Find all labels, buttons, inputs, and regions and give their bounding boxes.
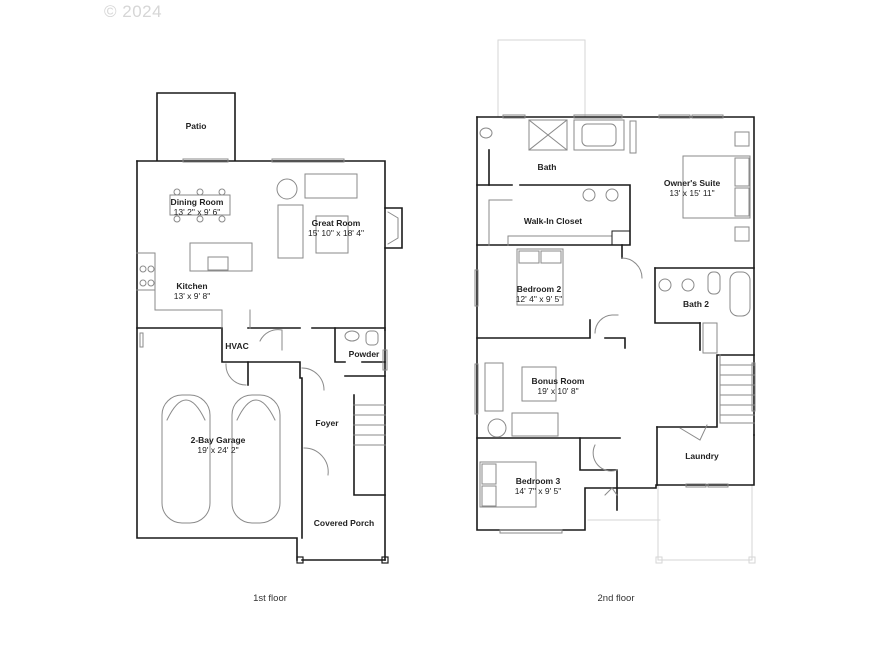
room-label-covered-porch: Covered Porch (314, 518, 374, 528)
room-dimensions: 19' x 24' 2" (197, 445, 239, 455)
room-name: Covered Porch (313, 518, 375, 528)
room-label-laundry: Laundry (685, 451, 719, 461)
room-label-bath-2: Bath 2 (683, 299, 709, 309)
room-dimensions: 15' 10" x 18' 4" (307, 228, 365, 238)
room-name: 2-Bay Garage (190, 435, 246, 445)
room-dimensions: 13' x 15' 11" (669, 188, 715, 198)
room-label-patio: Patio (186, 121, 207, 131)
room-name: Walk-In Closet (523, 216, 583, 226)
room-label-great-room: Great Room 15' 10" x 18' 4" (308, 218, 364, 238)
room-name: Patio (185, 121, 207, 131)
room-label-powder: Powder (349, 349, 380, 359)
room-name: Bonus Room (531, 376, 585, 386)
room-dimensions: 12' 4" x 9' 5" (515, 294, 563, 304)
first-floor-plan (136, 92, 403, 564)
room-label-hvac: HVAC (225, 341, 248, 351)
room-name: Foyer (315, 418, 339, 428)
second-floor-ghost (497, 39, 756, 564)
room-name: Bedroom 3 (515, 476, 561, 486)
floor-caption-second: 2nd floor (597, 593, 635, 604)
room-dimensions: 13' x 9' 8" (173, 291, 211, 301)
room-label-bonus-room: Bonus Room 19' x 10' 8" (532, 376, 585, 396)
room-name: Bath (537, 162, 557, 172)
room-name: Great Room (311, 218, 361, 228)
copyright-watermark: © 2024 (104, 2, 163, 21)
room-label-dining-room: Dining Room 13' 2" x 9' 6" (171, 197, 224, 217)
room-dimensions: 19' x 10' 8" (537, 386, 579, 396)
room-label-kitchen: Kitchen 13' x 9' 8" (174, 281, 211, 301)
room-dimensions: 13' 2" x 9' 6" (173, 207, 221, 217)
room-name: HVAC (225, 341, 249, 351)
room-label-bedroom-2: Bedroom 2 12' 4" x 9' 5" (516, 284, 563, 304)
room-label-walk-in-closet: Walk-In Closet (524, 216, 582, 226)
second-floor-fixtures (474, 114, 756, 534)
room-label-foyer: Foyer (315, 418, 338, 428)
room-dimensions: 14' 7" x 9' 5" (514, 486, 562, 496)
room-label-bath: Bath (538, 162, 557, 172)
room-name: Bath 2 (683, 299, 709, 309)
room-name: Owner's Suite (663, 178, 721, 188)
room-name: Kitchen (176, 281, 208, 291)
room-name: Laundry (685, 451, 719, 461)
room-label-bedroom-3: Bedroom 3 14' 7" x 9' 5" (515, 476, 562, 496)
floor-caption-first: 1st floor (253, 593, 287, 604)
room-label-owners-suite: Owner's Suite 13' x 15' 11" (664, 178, 720, 198)
room-name: Dining Room (170, 197, 224, 207)
room-name: Bedroom 2 (516, 284, 562, 294)
first-floor-fixtures (136, 158, 399, 524)
room-label-garage: 2-Bay Garage 19' x 24' 2" (191, 435, 246, 455)
second-floor-plan (476, 116, 755, 531)
room-name: Powder (348, 349, 380, 359)
